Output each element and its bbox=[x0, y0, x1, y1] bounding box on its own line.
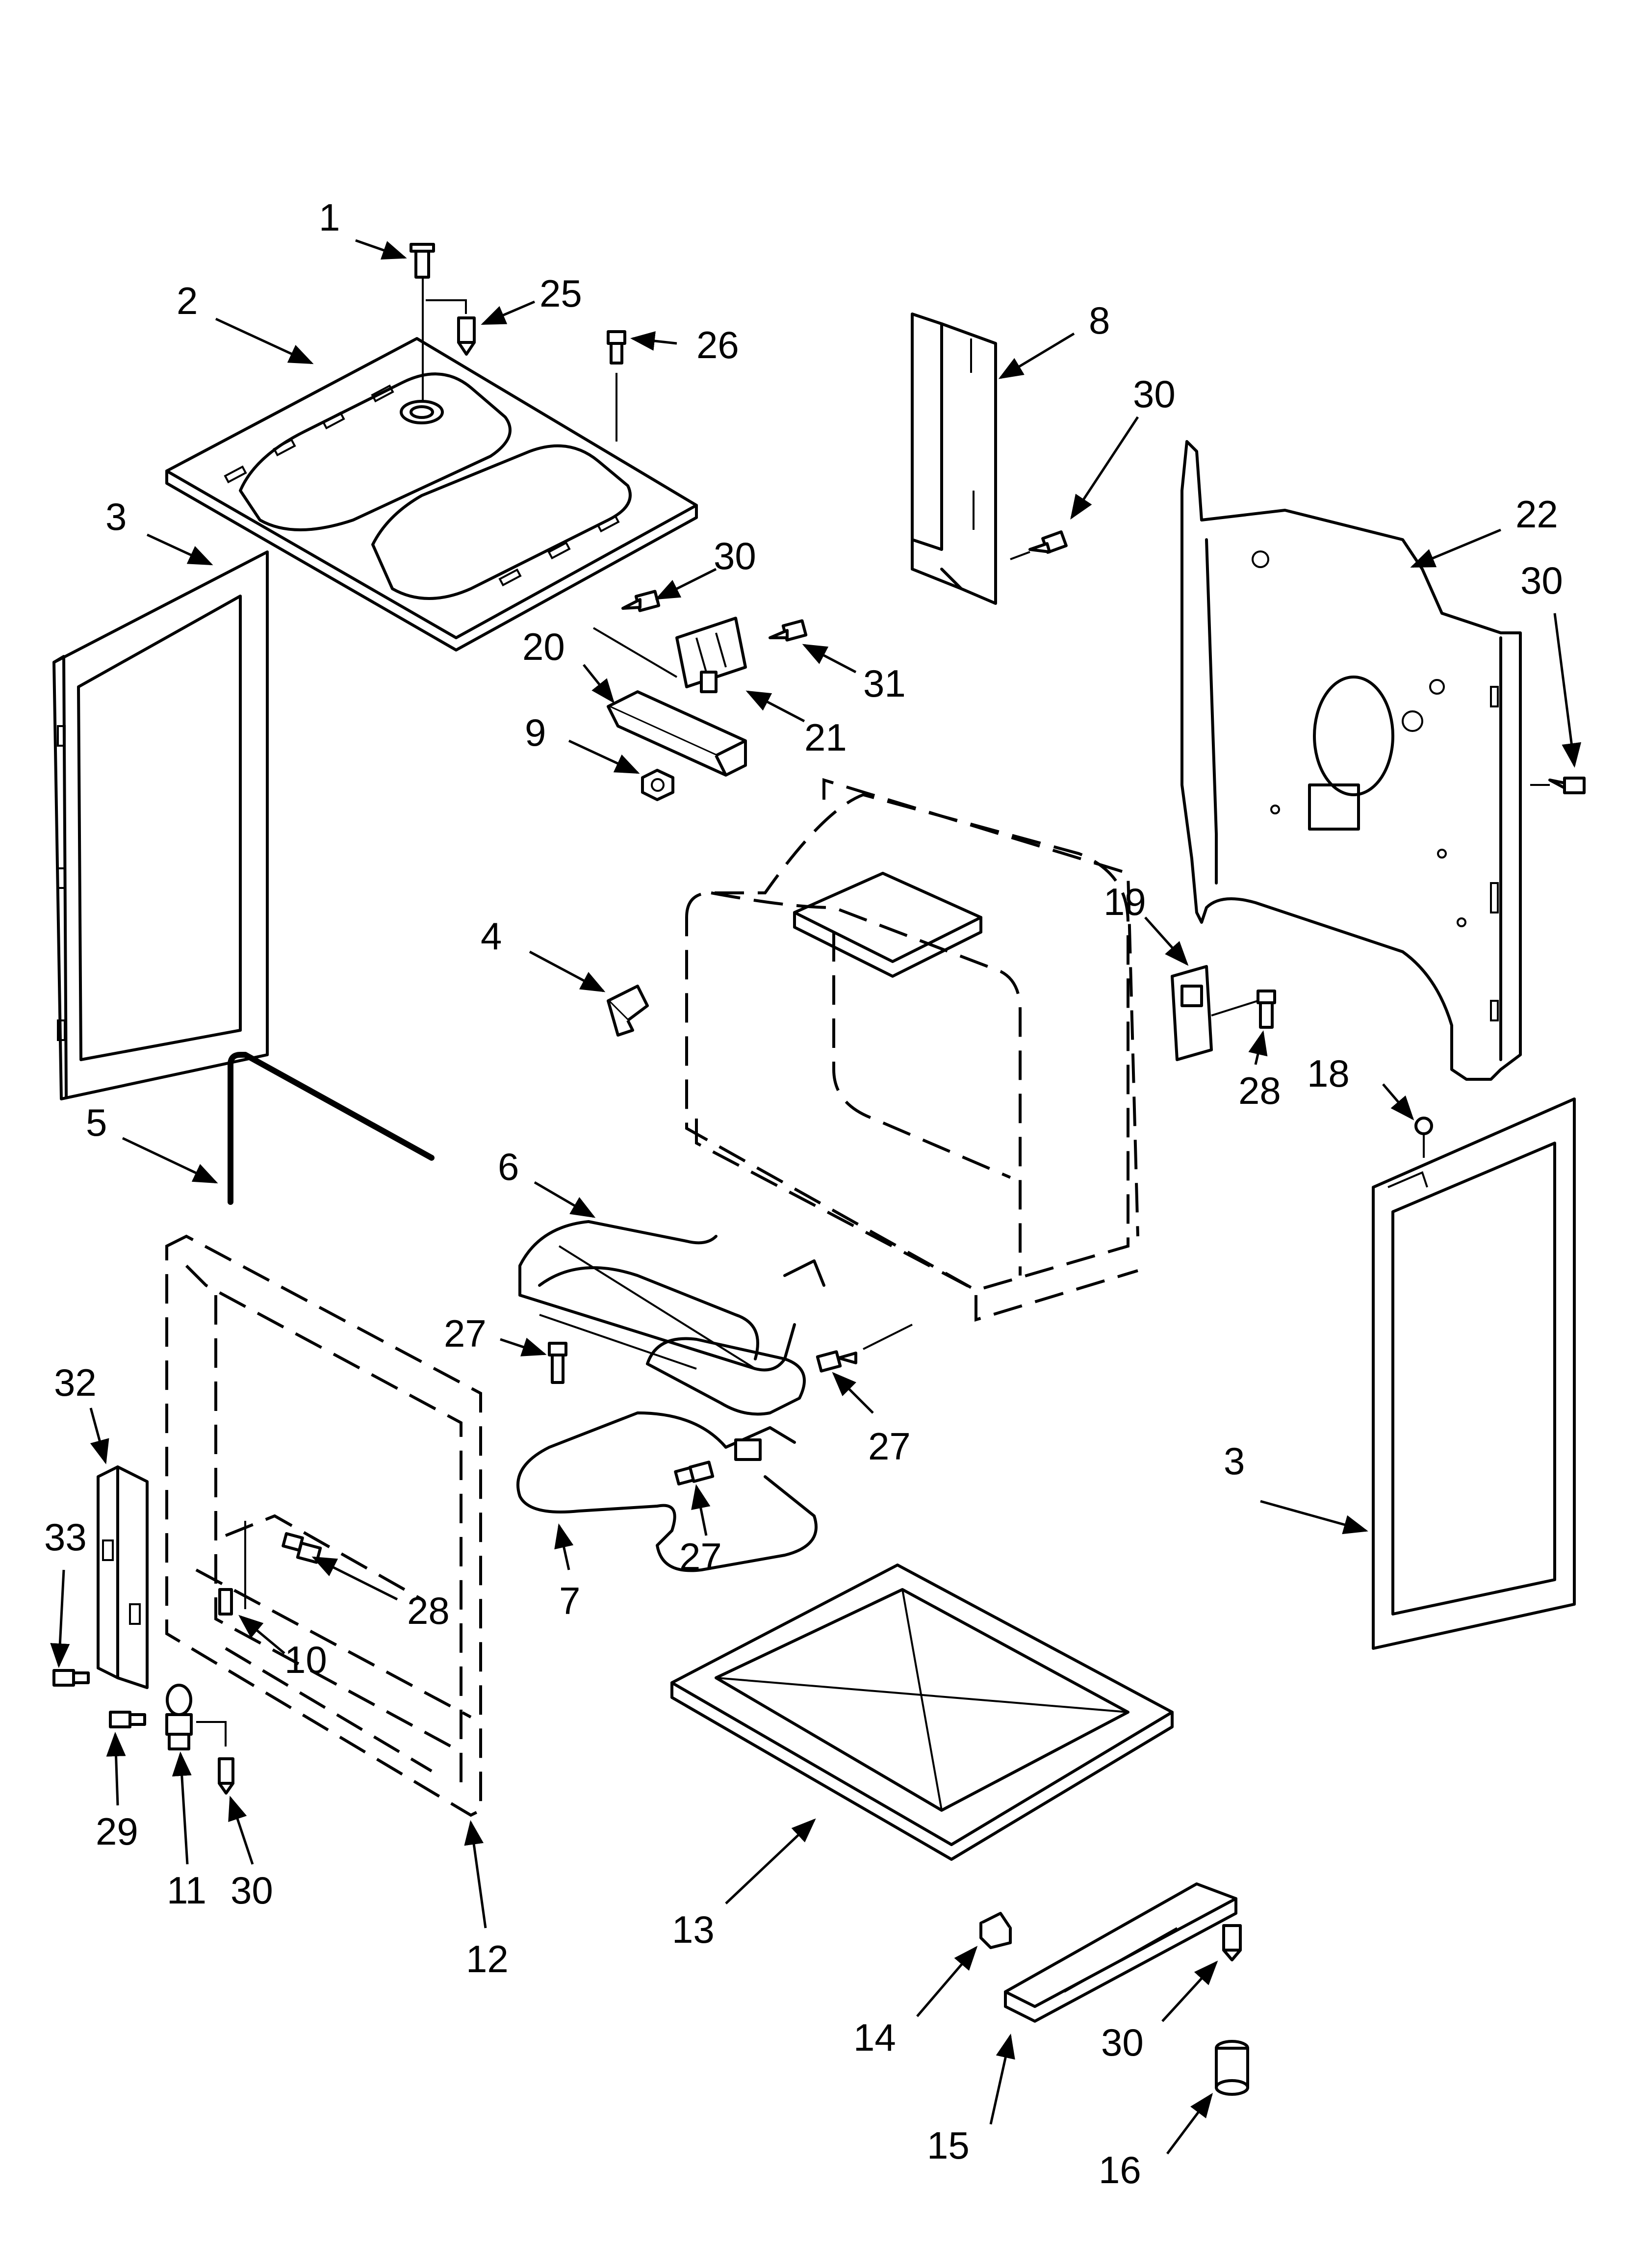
callout-13: 13 bbox=[672, 1908, 715, 1951]
callout-30-upper: 30 bbox=[1133, 372, 1176, 416]
callout-29: 29 bbox=[96, 1810, 138, 1853]
callout-30-mid: 30 bbox=[714, 534, 756, 577]
terminal-block-part bbox=[675, 617, 747, 693]
callout-5: 5 bbox=[86, 1101, 107, 1144]
hinge-bracket-part bbox=[97, 1465, 149, 1689]
screw-29-part bbox=[109, 1711, 146, 1728]
callout-26: 26 bbox=[696, 323, 739, 366]
oven-cavity-part bbox=[685, 778, 1139, 1322]
bracket-19-part bbox=[1171, 965, 1213, 1061]
callout-30-lower-right: 30 bbox=[1101, 2021, 1144, 2064]
callout-33: 33 bbox=[44, 1515, 87, 1559]
leveling-leg-part bbox=[1215, 2040, 1249, 2096]
callout-27-left: 27 bbox=[444, 1312, 487, 1355]
callout-9: 9 bbox=[525, 711, 546, 754]
screw-18-part bbox=[1414, 1117, 1433, 1158]
callout-27-right: 27 bbox=[868, 1425, 911, 1468]
bake-element-part bbox=[516, 1411, 818, 1572]
screw-26-part bbox=[607, 330, 626, 442]
callout-7: 7 bbox=[559, 1579, 580, 1622]
callout-4: 4 bbox=[481, 914, 502, 958]
screw-33-part bbox=[52, 1669, 90, 1687]
screw-30-lower-left-part bbox=[196, 1721, 234, 1795]
screw-31-part bbox=[769, 619, 808, 642]
screw-28-right-part bbox=[1211, 990, 1276, 1029]
callout-15: 15 bbox=[927, 2124, 970, 2167]
callout-12: 12 bbox=[466, 1937, 509, 1981]
vertical-bracket-part bbox=[911, 313, 997, 605]
broil-element-part bbox=[518, 1220, 825, 1416]
screw-27-bake-part bbox=[674, 1460, 715, 1486]
callout-2: 2 bbox=[177, 279, 198, 322]
callout-32: 32 bbox=[54, 1361, 97, 1404]
screw-25-part bbox=[426, 299, 476, 356]
callout-20: 20 bbox=[522, 625, 565, 668]
bracket-20-part bbox=[607, 690, 747, 777]
callout-30-lower-left: 30 bbox=[231, 1869, 273, 1912]
callout-25: 25 bbox=[539, 272, 582, 315]
top-panel-part bbox=[165, 337, 698, 652]
clip-14-part bbox=[979, 1912, 1012, 1949]
callout-18: 18 bbox=[1307, 1052, 1350, 1095]
gasket-part bbox=[228, 1052, 435, 1205]
callout-6: 6 bbox=[498, 1145, 519, 1188]
callout-1: 1 bbox=[319, 196, 340, 239]
callout-21: 21 bbox=[804, 716, 847, 759]
callout-labels: 1 2 3 3 4 5 6 7 8 9 10 11 12 13 14 15 16… bbox=[44, 196, 1563, 2191]
screw-27-left-part bbox=[548, 1342, 567, 1384]
callout-11: 11 bbox=[167, 1869, 206, 1912]
clip-part bbox=[607, 985, 649, 1037]
screw-30-mid-part bbox=[592, 590, 678, 678]
callout-16: 16 bbox=[1099, 2148, 1141, 2191]
screw-30-upper-part bbox=[1010, 530, 1068, 560]
callout-3-left: 3 bbox=[105, 495, 127, 538]
rear-panel-part bbox=[1180, 440, 1522, 1081]
screw-27-right-part bbox=[816, 1324, 913, 1373]
nut-part bbox=[641, 769, 674, 801]
callout-30-rear: 30 bbox=[1520, 559, 1563, 602]
left-side-panel-part bbox=[52, 550, 269, 1100]
callout-leaders bbox=[50, 239, 1582, 2155]
callout-14: 14 bbox=[853, 2016, 896, 2059]
front-frame-part bbox=[165, 1234, 482, 1817]
right-side-panel-part bbox=[1372, 1097, 1576, 1650]
callout-19: 19 bbox=[1103, 880, 1146, 923]
callout-28-left: 28 bbox=[407, 1589, 450, 1632]
screw-30-rear-part bbox=[1530, 777, 1586, 794]
callout-22: 22 bbox=[1515, 493, 1558, 536]
callout-27-bake: 27 bbox=[679, 1535, 722, 1578]
callout-8: 8 bbox=[1089, 299, 1110, 342]
callout-3-right: 3 bbox=[1224, 1439, 1245, 1483]
roller-11-part bbox=[165, 1684, 193, 1750]
top-pin-part bbox=[410, 243, 435, 402]
rail-15-part bbox=[1004, 1882, 1237, 2023]
callout-31: 31 bbox=[863, 662, 906, 705]
bottom-panel-part bbox=[670, 1564, 1174, 1861]
callout-28-right: 28 bbox=[1238, 1069, 1281, 1112]
screw-30-lower-right-part bbox=[1222, 1924, 1242, 1961]
bracket-10-part bbox=[218, 1521, 246, 1616]
callout-10: 10 bbox=[284, 1638, 327, 1681]
